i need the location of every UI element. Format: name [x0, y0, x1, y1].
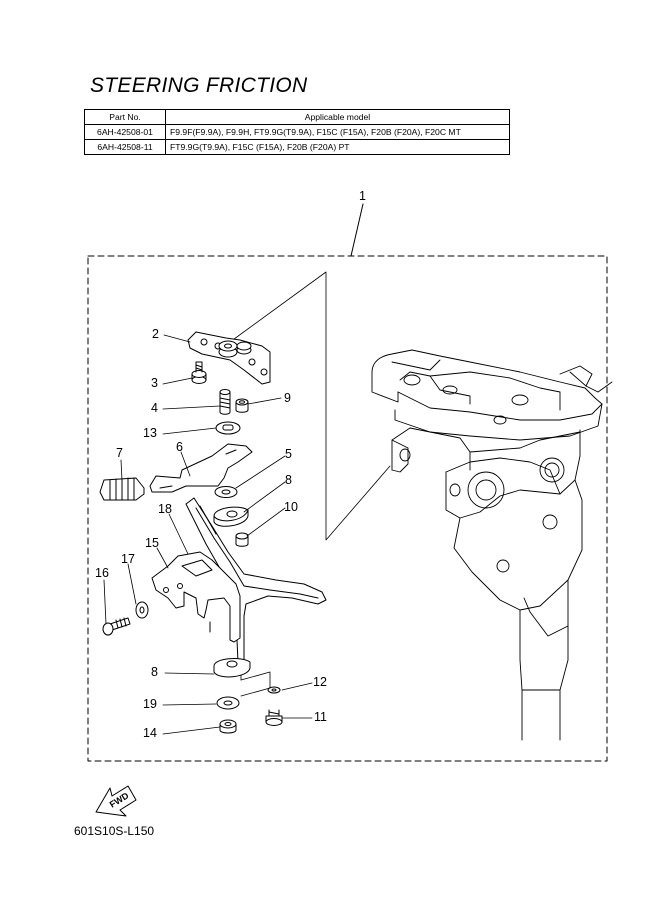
model-list-cell: FT9.9G(T9.9A), F15C (F15A), F20B (F20A) …	[165, 139, 510, 155]
applicable-model-table: Part No. Applicable model 6AH-42508-01 F…	[84, 109, 510, 155]
washer-19	[216, 696, 240, 710]
callout-5: 5	[285, 447, 292, 461]
callout-15: 15	[145, 536, 159, 550]
plate-nut	[218, 340, 238, 358]
callout-16: 16	[95, 566, 109, 580]
nut-14	[219, 719, 237, 734]
callout-12: 12	[313, 675, 327, 689]
bolt-11	[265, 709, 283, 726]
friction-pad-upper	[213, 506, 249, 527]
callout-6: 6	[176, 440, 183, 454]
nut-10	[235, 532, 249, 547]
part-number-cell: 6AH-42508-11	[84, 139, 166, 155]
table-header-row: Part No. Applicable model	[84, 109, 510, 125]
washer-13	[215, 421, 241, 435]
bolt-16	[102, 617, 131, 636]
callout-11: 11	[314, 710, 327, 724]
callout-10: 10	[284, 500, 298, 514]
diagram-code: 601S10S-L150	[74, 824, 155, 838]
callout-2: 2	[152, 327, 159, 341]
clamp-bracket-outline	[371, 349, 613, 741]
callout-1: 1	[359, 189, 366, 203]
grip	[99, 477, 145, 501]
callout-3: 3	[151, 376, 158, 390]
washer-17	[135, 601, 149, 619]
callout-8: 8	[285, 473, 292, 487]
callout-7: 7	[116, 446, 123, 460]
leader-line	[350, 203, 364, 257]
friction-lever	[149, 443, 253, 493]
callout-leader-lines	[103, 334, 313, 735]
callout-19: 19	[143, 697, 157, 711]
washer-12	[267, 686, 281, 694]
callout-9: 9	[284, 391, 291, 405]
callout-8-lower: 8	[151, 665, 158, 679]
washer-5	[214, 486, 238, 498]
assembly-axis-lines	[229, 271, 391, 697]
fwd-arrow-icon: FWD	[95, 785, 137, 817]
callout-17: 17	[121, 552, 135, 566]
bolt-3	[191, 361, 207, 384]
callout-4: 4	[151, 401, 158, 415]
callout-13: 13	[143, 426, 157, 440]
friction-bracket	[151, 551, 241, 643]
callout-18: 18	[158, 502, 172, 516]
nut-9	[235, 398, 249, 413]
page-title: STEERING FRICTION	[90, 74, 308, 97]
friction-pad-lower	[213, 658, 251, 678]
callout-14: 14	[143, 726, 157, 740]
assembly-boundary	[87, 255, 608, 762]
bolt-4	[219, 389, 231, 415]
plate-collar	[236, 341, 252, 355]
table-row: 6AH-42508-11 FT9.9G(T9.9A), F15C (F15A),…	[84, 139, 510, 155]
